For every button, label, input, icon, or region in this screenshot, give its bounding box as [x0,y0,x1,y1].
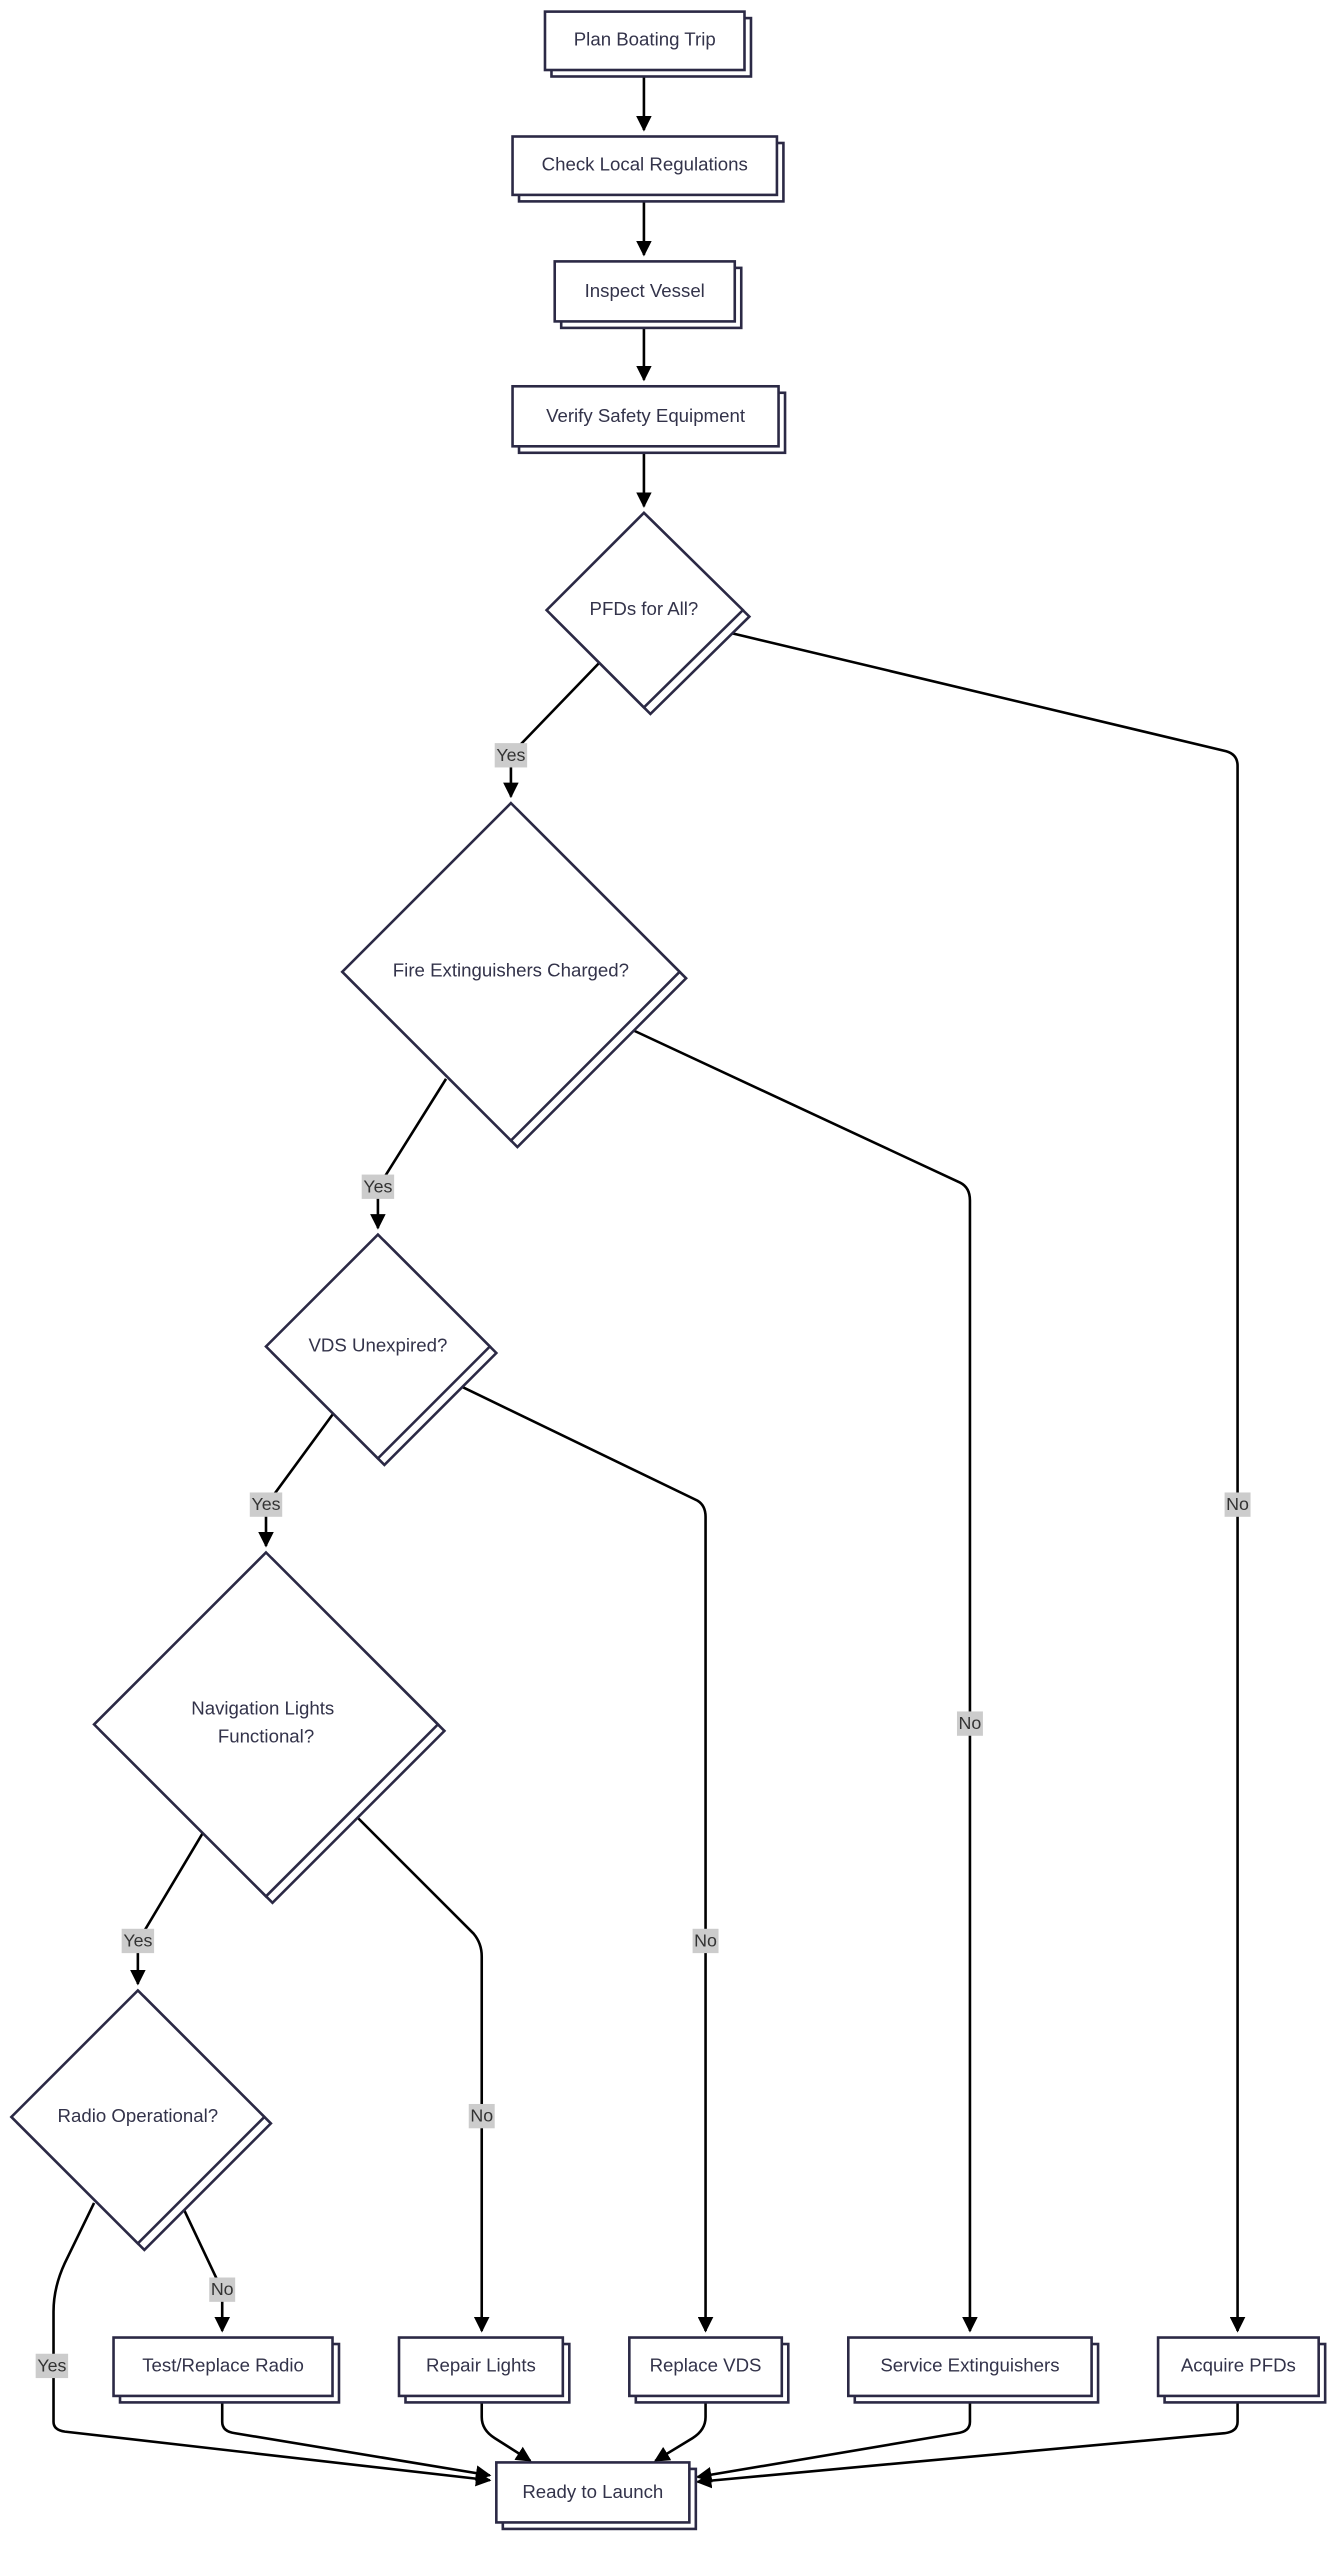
svg-text:Check Local Regulations: Check Local Regulations [542,154,748,175]
node-check-local-regulations: Check Local Regulations [511,135,785,203]
svg-text:Plan Boating Trip: Plan Boating Trip [574,29,716,50]
edge-vds-replace [455,1382,714,2333]
edge-replace-ready [653,2395,707,2462]
svg-text:Acquire PFDs: Acquire PFDs [1181,2355,1296,2376]
edge-repair-ready [480,2395,532,2462]
edge-service-ready [695,2395,972,2483]
edge-fire-service [625,1025,978,2333]
svg-text:Radio Operational?: Radio Operational? [58,2105,219,2126]
label-radio-yes: Yes [35,2353,69,2379]
svg-text:No: No [211,2279,234,2299]
svg-text:Verify Safety Equipment: Verify Safety Equipment [546,405,746,426]
node-ready-to-launch: Ready to Launch [495,2461,698,2531]
edge-test-ready [220,2395,492,2481]
svg-text:Yes: Yes [37,2355,66,2375]
edge-pfds-acquire [723,629,1246,2333]
svg-text:Ready to Launch: Ready to Launch [522,2481,663,2502]
label-nav-no: No [468,2103,495,2129]
edge-fire-vds [370,1078,448,1230]
svg-text:Yes: Yes [123,1930,152,1950]
svg-text:Yes: Yes [496,745,525,765]
svg-text:Functional?: Functional? [218,1725,314,1746]
svg-text:Test/Replace Radio: Test/Replace Radio [142,2355,304,2376]
decision-radio-operational: Radio Operational? [9,1988,273,2252]
edge-vds-nav [258,1413,334,1548]
svg-text:No: No [694,1930,717,1950]
svg-text:PFDs for All?: PFDs for All? [590,598,699,619]
svg-text:No: No [1226,1494,1249,1514]
svg-text:No: No [959,1713,982,1733]
node-acquire-pfds: Acquire PFDs [1156,2336,1327,2404]
svg-text:Repair Lights: Repair Lights [426,2355,536,2376]
svg-text:Replace VDS: Replace VDS [650,2355,762,2376]
decision-navigation-lights-functional: Navigation Lights Functional? [92,1550,447,1905]
label-nav-yes: Yes [121,1928,155,1954]
label-pfds-no: No [1224,1492,1251,1517]
edge-acquire-ready [695,2395,1239,2489]
svg-text:Inspect Vessel: Inspect Vessel [585,280,705,301]
node-replace-vds: Replace VDS [628,2336,790,2404]
edge-pfds-fire [503,662,600,799]
decision-pfds-for-all: PFDs for All? [544,510,752,716]
svg-text:VDS Unexpired?: VDS Unexpired? [308,1334,447,1355]
svg-text:Yes: Yes [251,1494,280,1514]
node-verify-safety-equipment: Verify Safety Equipment [511,384,787,455]
svg-text:Fire Extinguishers Charged?: Fire Extinguishers Charged? [393,960,629,981]
decision-vds-unexpired: VDS Unexpired? [264,1232,499,1467]
label-vds-no: No [692,1928,719,1954]
node-inspect-vessel: Inspect Vessel [553,260,743,330]
node-test-replace-radio: Test/Replace Radio [112,2336,341,2404]
svg-text:Yes: Yes [363,1176,392,1196]
edge-nav-radio [130,1832,204,1986]
edge-radio-test [178,2200,230,2333]
svg-text:Service Extinguishers: Service Extinguishers [880,2355,1059,2376]
label-fire-yes: Yes [361,1174,395,1199]
label-pfds-yes: Yes [494,743,528,768]
node-service-extinguishers: Service Extinguishers [846,2336,1100,2404]
label-fire-no: No [956,1711,983,1736]
svg-text:Navigation Lights: Navigation Lights [191,1698,334,1719]
edge-nav-repair [351,1811,490,2333]
node-plan-boating-trip: Plan Boating Trip [543,10,753,78]
label-radio-no: No [209,2277,236,2302]
svg-text:No: No [470,2106,493,2126]
edge-labels: Yes No Yes No Yes No Yes No No Yes [35,743,1251,2379]
decision-fire-extinguishers-charged: Fire Extinguishers Charged? [340,801,688,1149]
node-repair-lights: Repair Lights [397,2336,571,2404]
label-vds-yes: Yes [249,1492,283,1517]
